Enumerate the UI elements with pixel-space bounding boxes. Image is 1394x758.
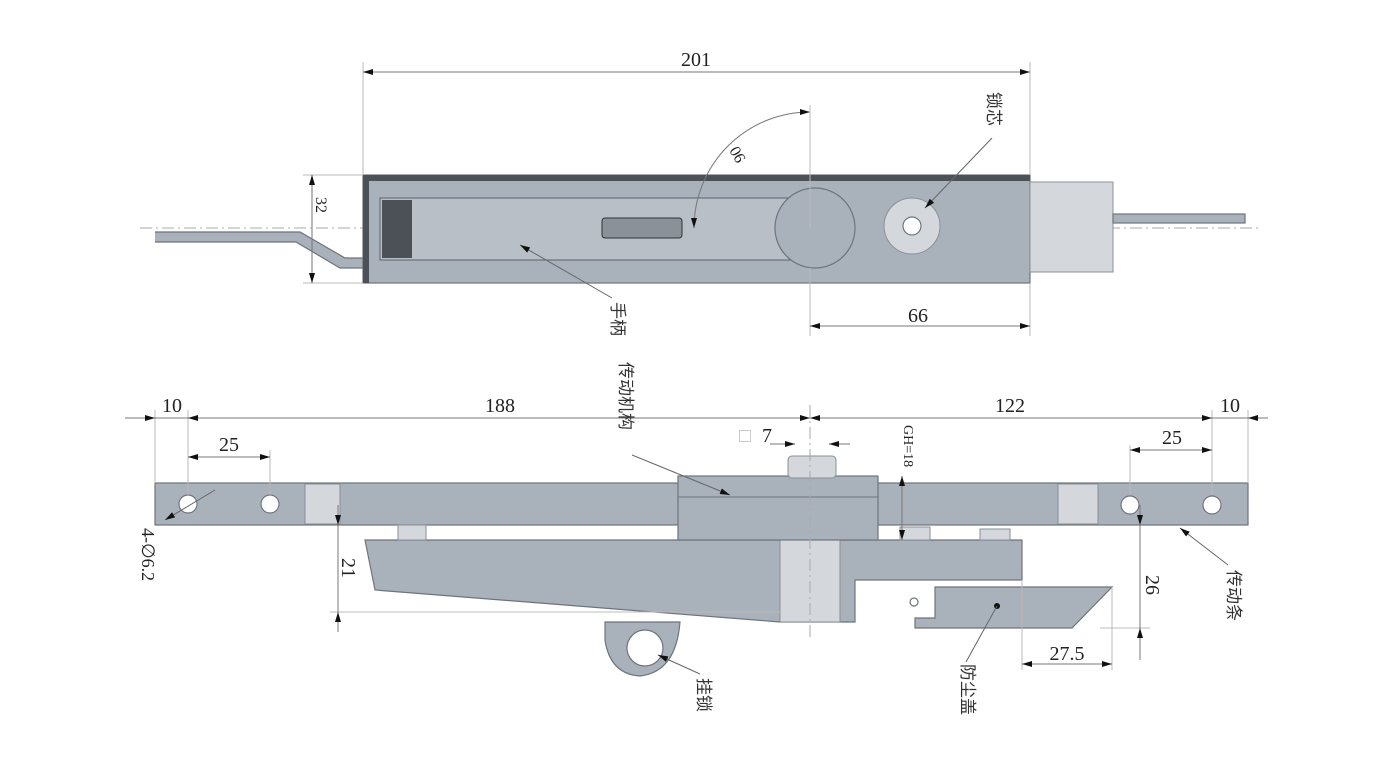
dim-body-depth: 21 (337, 558, 359, 578)
dim-left-hole-pitch: 25 (219, 434, 239, 456)
dim-square-drive: 7 (762, 425, 772, 447)
transmission-mechanism (677, 475, 879, 541)
dim-height: 32 (312, 197, 329, 213)
label-lock-core: 锁芯 (983, 92, 1003, 126)
right-rod (1112, 213, 1246, 224)
mount-hole (1202, 495, 1222, 515)
handle-latch (601, 217, 683, 239)
dim-overall-length: 201 (681, 49, 711, 71)
dim-holes: 4-∅6.2 (138, 528, 158, 581)
dim-gh: GH=18 (900, 425, 915, 467)
label-dust-cover: 防尘盖 (957, 664, 977, 715)
lock-core-keyhole (902, 216, 922, 236)
dim-core-offset: 66 (908, 305, 928, 327)
label-transmission-mechanism: 传动机构 (615, 362, 635, 430)
hinge-knuckle (774, 187, 856, 269)
rotation-arc (691, 109, 811, 229)
square-symbol: □ (739, 425, 751, 447)
housing-top-edge (363, 175, 1030, 181)
label-padlock: 挂锁 (693, 678, 713, 712)
mount-hole (260, 494, 280, 514)
lower-body (364, 539, 1023, 623)
padlock-hole (626, 629, 664, 667)
dim-right-end: 10 (1220, 395, 1240, 417)
top-dimension-chain: 10 188 122 10 (125, 395, 1268, 495)
front-view: 10 188 122 10 25 25 □ 7 GH=18 4-∅6.2 21 … (125, 362, 1268, 715)
label-handle: 手柄 (607, 302, 627, 336)
mount-hole (1120, 495, 1140, 515)
dim-right-hole-pitch: 25 (1162, 427, 1182, 449)
housing-left-edge (363, 175, 369, 283)
left-rod (155, 231, 364, 269)
handle-end (382, 200, 412, 258)
end-cap (1029, 181, 1114, 273)
top-view: 201 32 66 90 锁芯 手柄 (140, 49, 1260, 336)
square-drive (787, 455, 837, 479)
dim-left-end: 10 (162, 395, 182, 417)
dim-left-span: 188 (485, 395, 515, 417)
bolt-dust-cover (914, 586, 1114, 629)
dim-right-span: 122 (995, 395, 1025, 417)
dim-bolt-length: 27.5 (1050, 643, 1085, 665)
dim-rotation-angle: 90 (727, 143, 750, 165)
handle-slot (379, 197, 811, 261)
dim-bolt-depth: 26 (1141, 575, 1163, 595)
label-transmission-bar: 传动条 (1223, 570, 1243, 621)
